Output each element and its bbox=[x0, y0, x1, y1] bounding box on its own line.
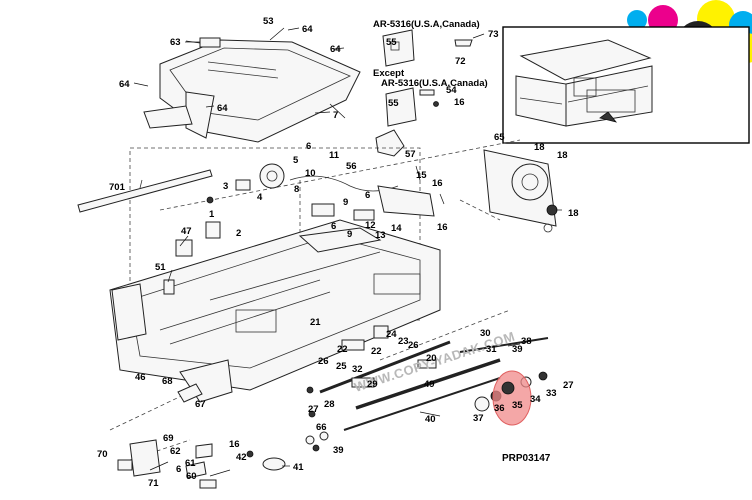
part-label: 16 bbox=[229, 439, 240, 450]
part-label: 26 bbox=[318, 356, 329, 367]
part-label: 37 bbox=[473, 413, 484, 424]
part-label: 39 bbox=[512, 344, 523, 355]
part-label: 18 bbox=[557, 150, 568, 161]
part-label: 16 bbox=[437, 222, 448, 233]
part-label: 701 bbox=[109, 182, 126, 193]
part-label: 36 bbox=[494, 403, 505, 414]
part-label: 8 bbox=[294, 184, 299, 195]
part-number-labels: 53 64 63 64 64 64 7 55 73 72 54 55 16 56… bbox=[97, 16, 579, 489]
part-label: 56 bbox=[346, 161, 357, 172]
part-label: 41 bbox=[293, 462, 304, 473]
note-ar5316-top: AR-5316(U.S.A,Canada) bbox=[373, 19, 480, 30]
part-label: 6 bbox=[365, 190, 370, 201]
part-label: 49 bbox=[424, 379, 435, 390]
part-label: 23 bbox=[398, 336, 409, 347]
lower-small-parts bbox=[117, 383, 329, 489]
note-ar5316-except: AR-5316(U.S.A,Canada) bbox=[381, 78, 488, 89]
part-label: 2 bbox=[236, 228, 241, 239]
reference-code: PRP03147 bbox=[502, 453, 551, 464]
part-label: 20 bbox=[426, 353, 437, 364]
part-label: 63 bbox=[170, 37, 181, 48]
highlight-part-35 bbox=[492, 370, 532, 426]
actuator-bar-701 bbox=[77, 169, 213, 213]
part-label: 40 bbox=[425, 414, 436, 425]
part-label: 67 bbox=[195, 399, 206, 410]
part-label: 34 bbox=[530, 394, 541, 405]
part-label: 33 bbox=[546, 388, 557, 399]
part-label: 55 bbox=[388, 98, 399, 109]
part-label: 46 bbox=[135, 372, 146, 383]
part-label: 64 bbox=[217, 103, 228, 114]
part-label: 55 bbox=[386, 37, 397, 48]
part-label: 30 bbox=[480, 328, 491, 339]
part-label: 53 bbox=[263, 16, 274, 27]
part-label: 6 bbox=[306, 141, 311, 152]
part-label: 57 bbox=[405, 149, 416, 160]
part-label: 24 bbox=[386, 329, 397, 340]
part-label: 18 bbox=[568, 208, 579, 219]
part-label: 6 bbox=[176, 464, 181, 475]
main-chassis bbox=[109, 219, 441, 403]
part-label: 9 bbox=[343, 197, 348, 208]
part-label: 35 bbox=[512, 400, 523, 411]
part-label: 9 bbox=[347, 229, 352, 240]
part-label: 69 bbox=[163, 433, 174, 444]
part-label: 38 bbox=[521, 336, 532, 347]
part-label: 64 bbox=[119, 79, 130, 90]
note-except: Except bbox=[373, 68, 405, 79]
part-label: 32 bbox=[352, 364, 363, 375]
part-label: 13 bbox=[375, 230, 386, 241]
leader-lines bbox=[133, 27, 562, 477]
drive-components bbox=[163, 163, 435, 295]
part-label: 12 bbox=[365, 220, 376, 231]
part-label: 22 bbox=[337, 344, 348, 355]
part-label: 47 bbox=[181, 226, 192, 237]
part-label: 14 bbox=[391, 223, 402, 234]
part-label: 27 bbox=[308, 404, 319, 415]
part-label: 61 bbox=[185, 458, 196, 469]
part-label: 39 bbox=[333, 445, 344, 456]
part-label: 72 bbox=[455, 56, 466, 67]
part-label: 10 bbox=[305, 168, 316, 179]
machine-inset bbox=[502, 26, 750, 144]
part-label: 62 bbox=[170, 446, 181, 457]
top-unit-parts bbox=[143, 27, 361, 143]
part-label: 5 bbox=[293, 155, 299, 166]
part-label: 64 bbox=[330, 44, 341, 55]
logo-cyan-circle bbox=[627, 10, 647, 30]
part-label: 73 bbox=[488, 29, 499, 40]
part-label: 60 bbox=[186, 471, 197, 482]
part-label: 7 bbox=[333, 110, 338, 121]
part-label: 3 bbox=[223, 181, 228, 192]
part-label: 16 bbox=[432, 178, 443, 189]
part-label: 51 bbox=[155, 262, 166, 273]
part-label: 1 bbox=[209, 209, 215, 220]
bracket-parts-group bbox=[375, 29, 485, 157]
part-label: 4 bbox=[257, 192, 263, 203]
motor-plate bbox=[483, 149, 558, 233]
part-label: 71 bbox=[148, 478, 159, 489]
part-label: 31 bbox=[486, 344, 497, 355]
part-label: 16 bbox=[454, 97, 465, 108]
part-label: 15 bbox=[416, 170, 427, 181]
part-label: 54 bbox=[446, 85, 457, 96]
part-label: 25 bbox=[336, 361, 347, 372]
part-label: 21 bbox=[310, 317, 321, 328]
part-label: 22 bbox=[371, 346, 382, 357]
part-label: 42 bbox=[236, 452, 247, 463]
part-label: 70 bbox=[97, 449, 108, 460]
part-label: 6 bbox=[331, 221, 336, 232]
part-label: 28 bbox=[324, 399, 335, 410]
part-label: 68 bbox=[162, 376, 173, 387]
part-label: 27 bbox=[563, 380, 574, 391]
part-label: 65 bbox=[494, 132, 505, 143]
part-label: 18 bbox=[534, 142, 545, 153]
part-label: 11 bbox=[329, 150, 340, 161]
part-label: 64 bbox=[302, 24, 313, 35]
part-label: 26 bbox=[408, 340, 419, 351]
part-label: 29 bbox=[367, 379, 378, 390]
part-label: 66 bbox=[316, 422, 327, 433]
